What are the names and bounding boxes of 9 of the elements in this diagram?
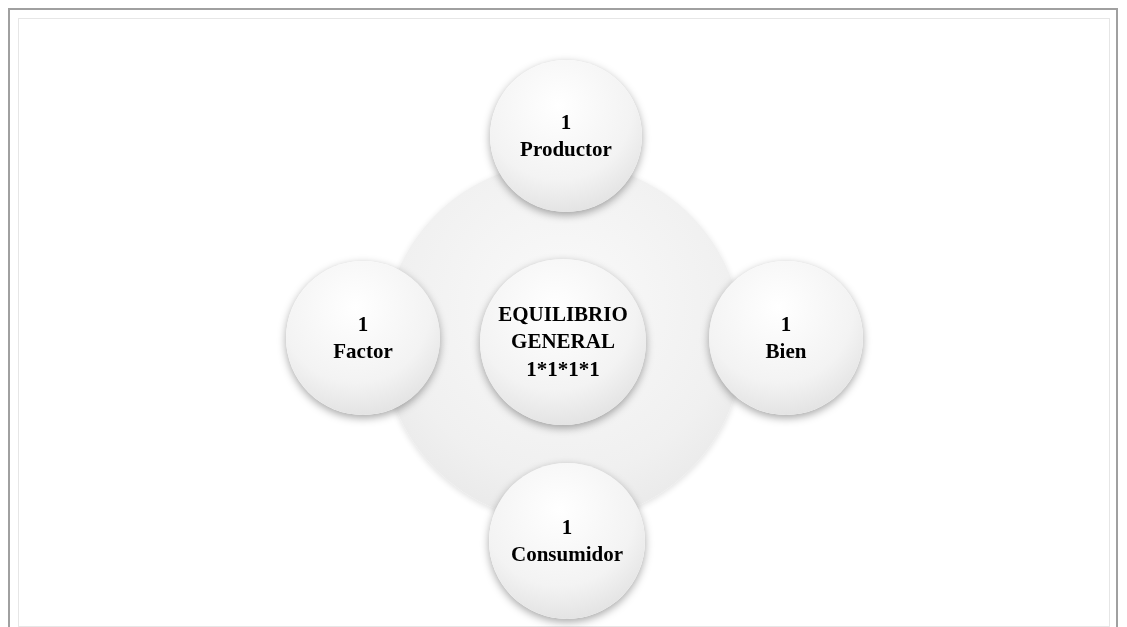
node-label: 1 Factor <box>333 310 393 365</box>
node-label: 1 Productor <box>520 108 612 163</box>
circle-node <box>489 463 645 619</box>
circle-node <box>286 261 440 415</box>
node-label: EQUILIBRIO GENERAL 1*1*1*1 <box>498 301 628 383</box>
circle-node <box>490 60 642 212</box>
circle-node <box>709 261 863 415</box>
node-label: 1 Bien <box>765 310 807 365</box>
node-label: 1 Consumidor <box>511 513 623 568</box>
